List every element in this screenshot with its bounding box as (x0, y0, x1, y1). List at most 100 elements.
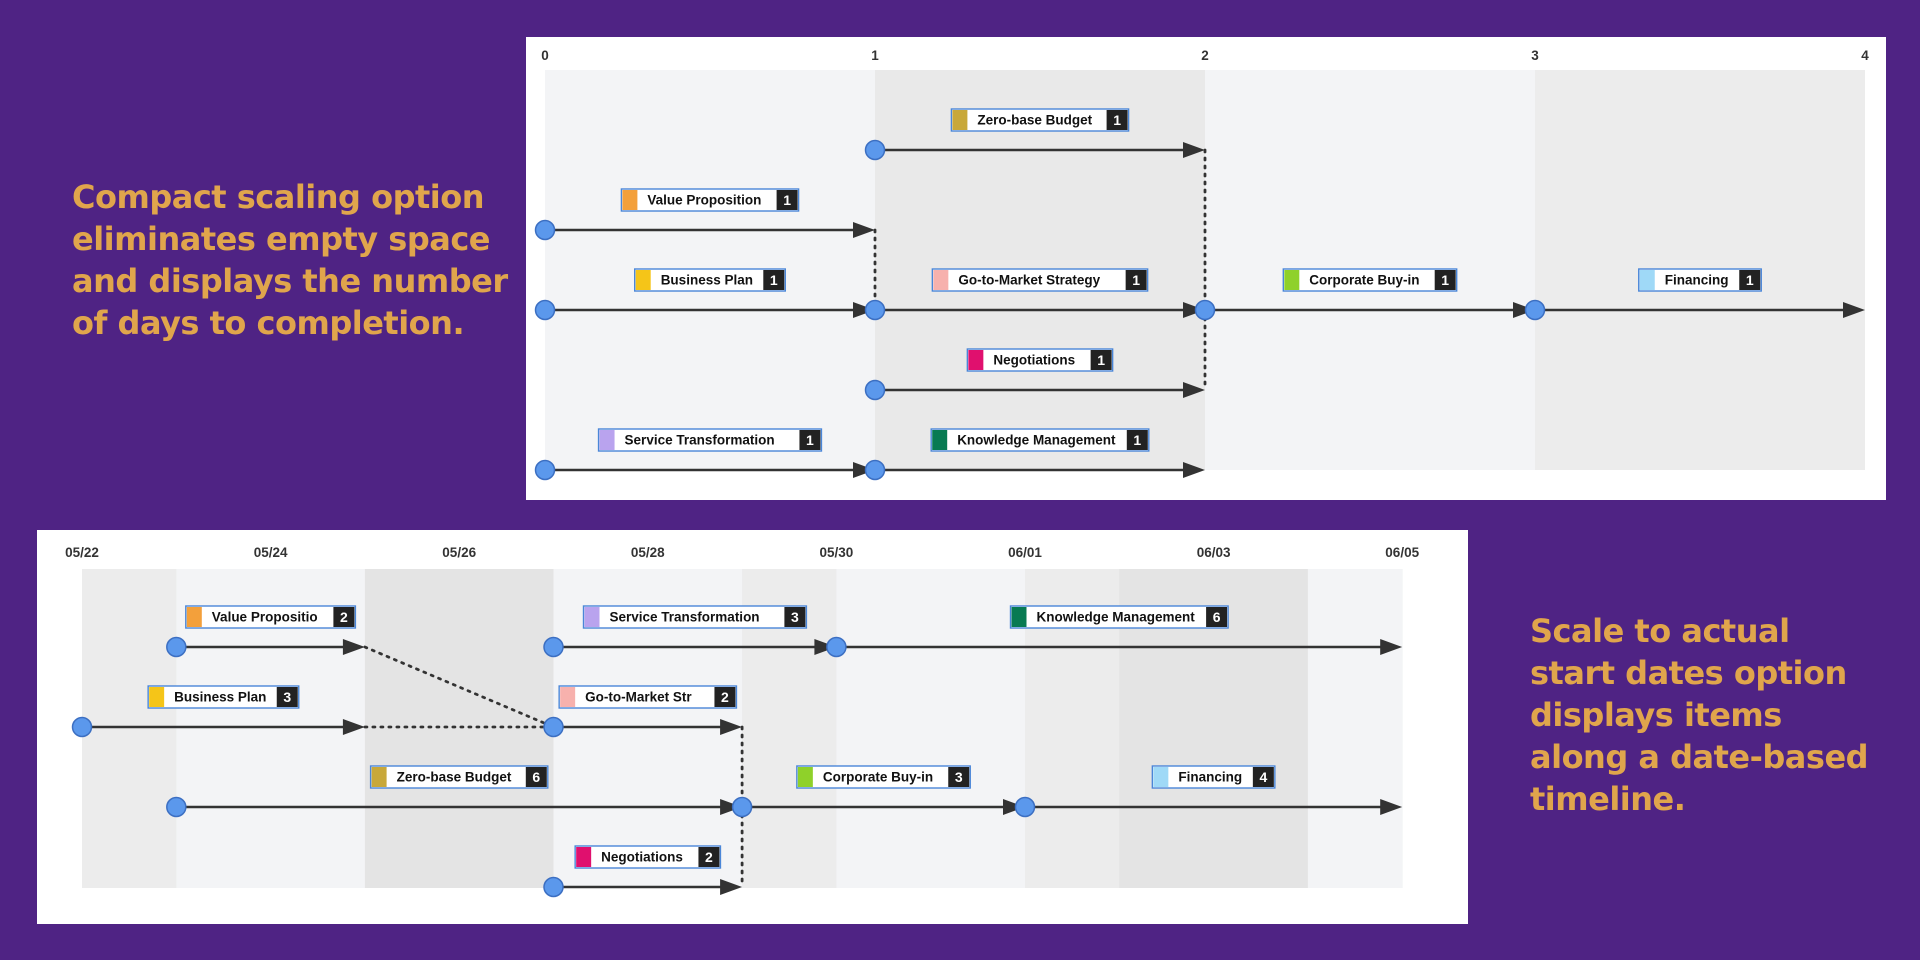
duration-days: 2 (721, 689, 729, 705)
duration-badge (1252, 767, 1274, 787)
task-label-box (597, 428, 823, 452)
caption-compact-scaling: Compact scaling option eliminates empty … (72, 176, 508, 344)
task-color-swatch (584, 607, 600, 627)
task-name: Go-to-Market Str (585, 690, 692, 705)
task-name: Zero-base Budget (977, 113, 1092, 128)
task-label-box (185, 605, 357, 629)
task-arrowhead (1183, 142, 1205, 158)
date-column-band (1213, 569, 1309, 888)
duration-days: 1 (1113, 112, 1121, 128)
task-color-swatch (576, 847, 592, 867)
task-label-box (558, 685, 738, 709)
start-node (1014, 796, 1036, 818)
task-name: Corporate Buy-in (1309, 273, 1419, 288)
task-label-box (1638, 268, 1762, 292)
duration-badge (776, 190, 798, 210)
task-color-swatch (968, 350, 984, 370)
task-name: Financing (1178, 770, 1242, 785)
task-label-box (966, 348, 1114, 372)
task-arrowhead (342, 639, 365, 655)
duration-badge (1125, 270, 1147, 290)
duration-days: 3 (791, 609, 799, 625)
duration-badge (698, 847, 720, 867)
caption-line: along a date-based (1530, 738, 1869, 776)
duration-days: 3 (283, 689, 291, 705)
task-name: Service Transformation (625, 433, 775, 448)
task-name: Business Plan (174, 690, 266, 705)
task-color-swatch (932, 430, 948, 450)
task-color-swatch (1639, 270, 1655, 290)
task-name: Business Plan (661, 273, 753, 288)
task-label: Service Transformation 3 (582, 605, 808, 629)
task-name: Service Transformation (610, 610, 760, 625)
axis-tick-label: 3 (1531, 48, 1539, 63)
task-label: Business Plan 1 (633, 268, 787, 292)
caption-line: and displays the number (72, 262, 508, 300)
task-arrowhead (1183, 302, 1205, 318)
task-arrowhead (853, 222, 875, 238)
axis-tick-label: 05/24 (254, 545, 288, 560)
caption-line: of days to completion. (72, 304, 465, 342)
task-label-box (1009, 605, 1229, 629)
duration-badge (1739, 270, 1761, 290)
task-label-box (950, 108, 1130, 132)
date-column-band (82, 569, 177, 888)
duration-days: 4 (1259, 769, 1267, 785)
duration-days: 2 (340, 609, 348, 625)
start-node (534, 219, 556, 241)
date-column-band (1307, 569, 1403, 888)
duration-badge (1090, 350, 1112, 370)
task-arrowhead (853, 462, 875, 478)
task-name: Value Propositio (212, 610, 318, 625)
duration-badge (333, 607, 355, 627)
duration-days: 1 (1441, 272, 1449, 288)
caption-line: timeline. (1530, 780, 1686, 818)
start-node (543, 636, 564, 658)
axis-tick-label: 05/26 (442, 545, 476, 560)
task-color-swatch (622, 190, 638, 210)
start-node (1194, 299, 1216, 321)
task-color-swatch (149, 687, 165, 707)
task-label: Zero-base Budget 1 (950, 108, 1130, 132)
task-color-swatch (952, 110, 968, 130)
duration-badge (276, 687, 298, 707)
start-node (864, 299, 886, 321)
task-label-box (574, 845, 722, 869)
duration-badge (714, 687, 736, 707)
start-node (864, 379, 886, 401)
task-arrowhead (1843, 302, 1865, 318)
axis-tick-label: 06/03 (1197, 545, 1231, 560)
task-label-box (1282, 268, 1458, 292)
caption-line: start dates option (1530, 654, 1847, 692)
axis-tick-label: 0 (541, 48, 549, 63)
date-column-band (364, 569, 460, 888)
start-node (543, 716, 564, 738)
task-arrowhead (1183, 382, 1205, 398)
task-color-swatch (1153, 767, 1169, 787)
duration-days: 1 (770, 272, 778, 288)
start-node (534, 459, 556, 481)
start-node (864, 139, 886, 161)
task-name: Negotiations (993, 353, 1075, 368)
dependency-line (363, 645, 555, 729)
start-node (731, 796, 753, 818)
task-arrowhead (1003, 799, 1025, 815)
task-label-box (582, 605, 808, 629)
task-label-box (147, 685, 300, 709)
task-name: Knowledge Management (957, 433, 1116, 448)
axis-tick-label: 2 (1201, 48, 1209, 63)
task-label: Business Plan 3 (147, 685, 300, 709)
task-name: Knowledge Management (1037, 610, 1196, 625)
task-arrowhead (1380, 639, 1403, 655)
caption-line: displays items (1530, 696, 1782, 734)
task-label: Financing 4 (1151, 765, 1276, 789)
